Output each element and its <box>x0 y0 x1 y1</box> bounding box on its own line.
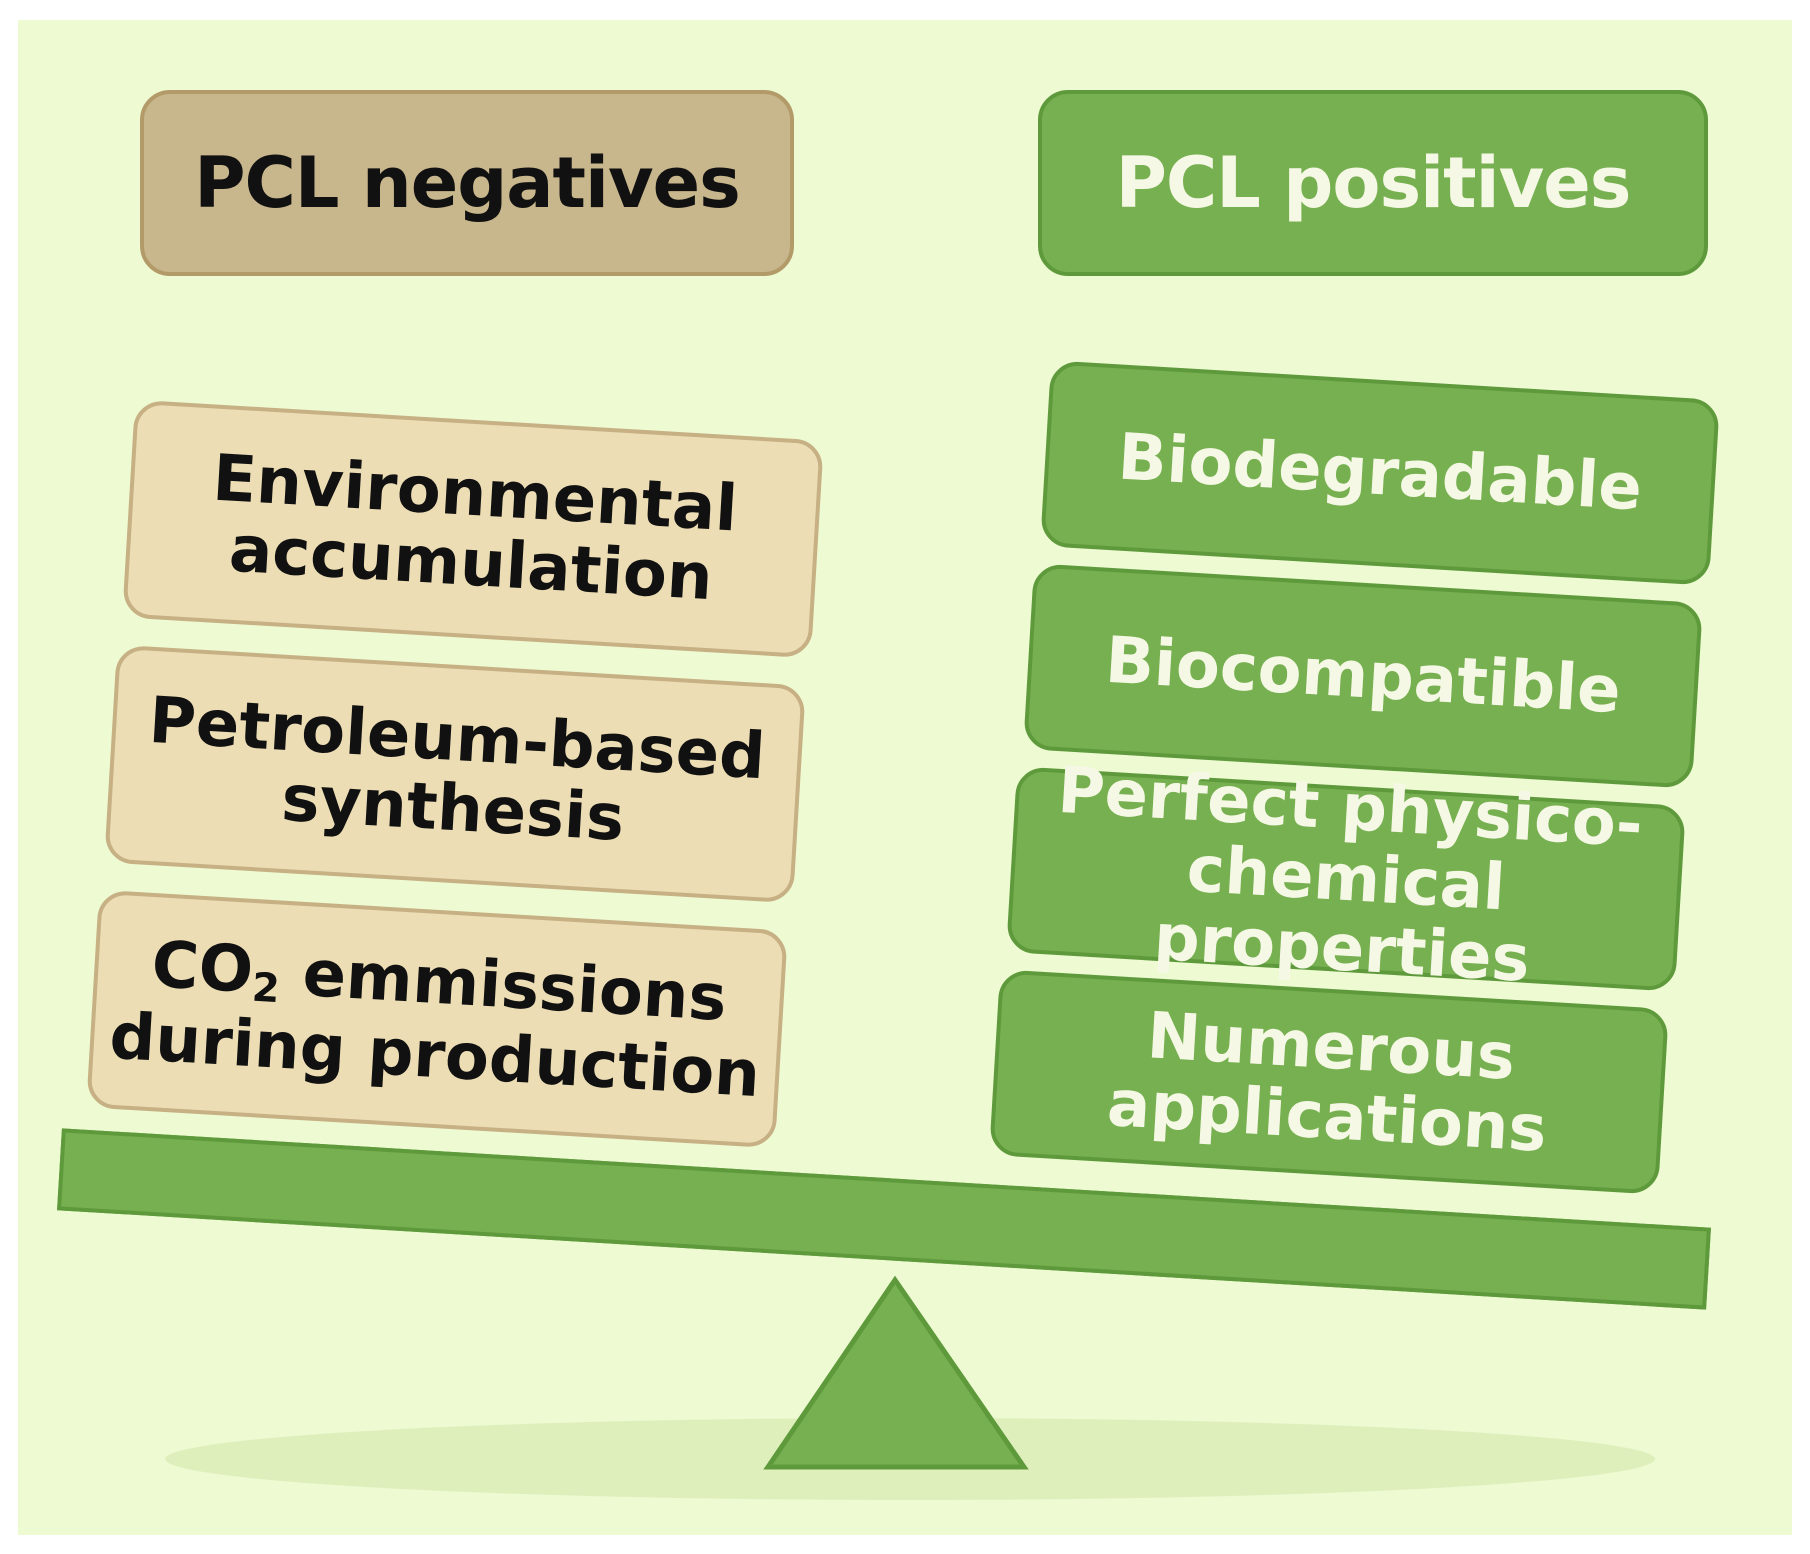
positives-header: PCL positives <box>1038 90 1708 276</box>
co2-subscript: 2 <box>250 964 281 1012</box>
negative-item-environmental-accumulation: Environmental accumulation <box>122 399 824 659</box>
negatives-header: PCL negatives <box>140 90 794 276</box>
positive-item-numerous-applications: Numerous applications <box>989 969 1669 1195</box>
negative-item-petroleum-based-synthesis: Petroleum-based synthesis <box>104 644 806 904</box>
positive-item-line: Biocompatible <box>1103 623 1623 729</box>
positive-item-line: Biodegradable <box>1115 420 1645 526</box>
co2-prefix: CO <box>149 927 256 1008</box>
positive-item-biocompatible: Biocompatible <box>1023 563 1703 789</box>
positive-item-physicochemical-properties: Perfect physico- chemical properties <box>1006 754 1686 997</box>
negative-item-co2-emissions: CO2 emmissions during production <box>86 889 788 1149</box>
positive-item-biodegradable: Biodegradable <box>1040 360 1720 586</box>
